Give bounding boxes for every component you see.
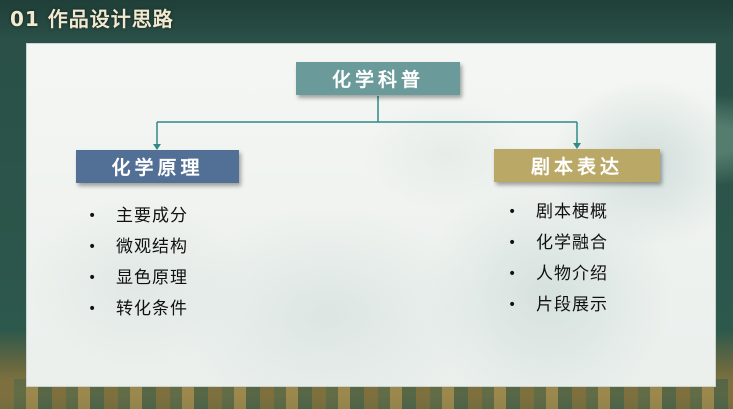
list-item: •剧本梗概 [506, 197, 608, 228]
bullet-icon: • [88, 239, 98, 255]
right-branch-list: •剧本梗概 •化学融合 •人物介绍 •片段展示 [506, 197, 608, 321]
bullet-icon: • [88, 270, 98, 286]
bullet-icon: • [508, 297, 518, 313]
list-item: •化学融合 [506, 228, 608, 259]
right-branch-node: 剧本表达 [494, 149, 660, 182]
left-branch-node: 化学原理 [76, 150, 239, 183]
list-item: •主要成分 [86, 201, 188, 232]
bullet-icon: • [508, 204, 518, 220]
list-item: •片段展示 [506, 290, 608, 321]
bullet-icon: • [88, 301, 98, 317]
root-node: 化学科普 [296, 62, 460, 95]
list-item: •微观结构 [86, 232, 188, 263]
list-item: •人物介绍 [506, 259, 608, 290]
bullet-icon: • [88, 208, 98, 224]
left-branch-list: •主要成分 •微观结构 •显色原理 •转化条件 [86, 201, 188, 325]
bullet-icon: • [508, 266, 518, 282]
slide-title: 01 作品设计思路 [10, 7, 174, 31]
bullet-icon: • [508, 235, 518, 251]
list-item: •转化条件 [86, 294, 188, 325]
list-item: •显色原理 [86, 263, 188, 294]
